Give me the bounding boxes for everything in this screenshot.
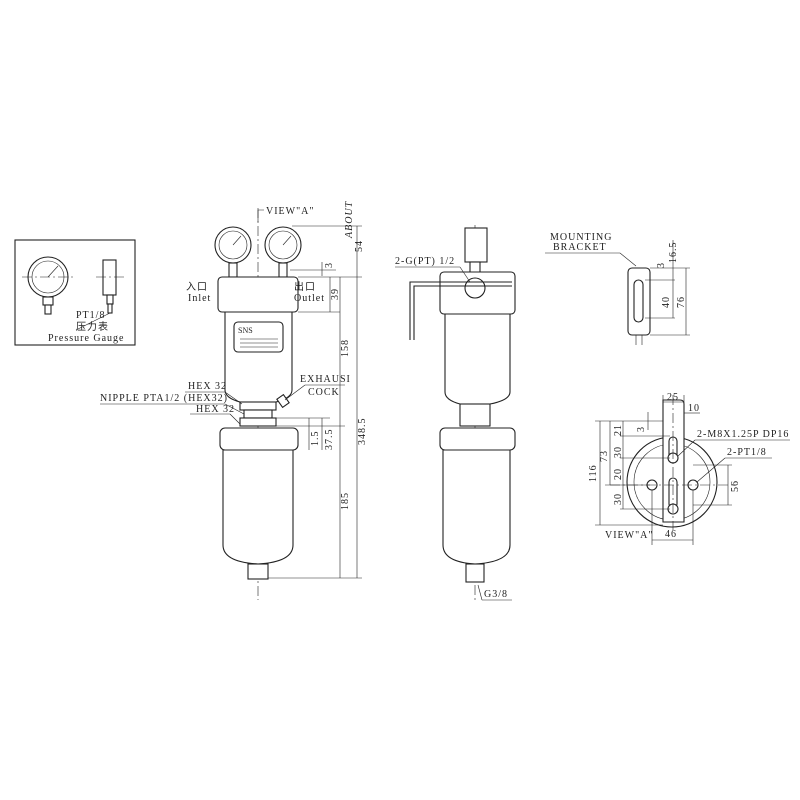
exhaust-label-2: COCK [308, 387, 340, 398]
inlet-label: Inlet [188, 293, 211, 304]
outlet-gauge-icon [264, 226, 302, 278]
dim-158: 158 [340, 339, 351, 357]
bracket-dim-16-5: 16.5 [668, 242, 679, 264]
view-a-drawing: 25 10 3 21 30 20 30 73 116 2-M8X1.25P DP… [588, 392, 790, 545]
bracket-dim-40: 40 [661, 296, 672, 308]
side-bracket [409, 281, 512, 340]
dim-39: 39 [330, 288, 341, 300]
side-bowl [442, 449, 511, 565]
brand-logo: SNS [238, 326, 253, 335]
view-dim-73: 73 [599, 450, 610, 462]
hex-nut-lower [239, 417, 277, 427]
bracket-label-2: BRACKET [553, 242, 607, 253]
filter-bowl [222, 449, 294, 565]
gauge-side-icon [96, 259, 124, 314]
outlet-cn-label: 出口 [294, 280, 316, 293]
dim-37-5: 37.5 [324, 429, 335, 451]
mounting-bracket-view: MOUNTING BRACKET 3 16.5 40 76 [545, 232, 690, 345]
view-dim-25: 25 [667, 392, 679, 403]
bowl-ring [219, 427, 299, 451]
bracket-label-1: MOUNTING [550, 232, 612, 243]
gauge-front-icon [22, 256, 74, 315]
view-dim-56: 56 [730, 480, 741, 492]
dim-1-5: 1.5 [310, 431, 321, 447]
bracket-dim-3: 3 [656, 262, 667, 268]
hex32-upper-label: HEX 32 [188, 381, 227, 392]
side-bowl-ring [439, 427, 516, 451]
nipple-label: NIPPLE PTA1/2 (HEX32) [100, 393, 228, 404]
filter-head [217, 276, 299, 313]
port-label: 2-G(PT) 1/2 [395, 256, 455, 267]
nipple [243, 409, 273, 419]
nameplate [233, 321, 284, 353]
hex-nut-upper [239, 401, 277, 411]
bracket-slot [633, 279, 644, 323]
dim-about: ABOUT [344, 200, 355, 239]
outlet-label: Outlet [294, 293, 325, 304]
view-a-marker: VIEW"A" [266, 206, 314, 217]
port-circle [464, 277, 486, 299]
pressure-gauge-inset: PT1/8 压力表 Pressure Gauge [14, 239, 136, 346]
exhaust-label-1: EXHAUSI [300, 374, 351, 385]
side-gauge-icon [464, 227, 488, 263]
dim-54: 54 [354, 240, 365, 252]
bracket-dim-76: 76 [676, 296, 687, 308]
gauge-port-label: PT1/8 [76, 310, 105, 321]
inlet-cn-label: 入口 [186, 282, 208, 293]
view-dim-116: 116 [588, 464, 599, 482]
dim-3: 3 [324, 262, 335, 268]
gauge-label: Pressure Gauge [48, 333, 124, 344]
view-dim-10: 10 [688, 403, 700, 414]
side-body [444, 313, 511, 405]
side-drain [465, 563, 485, 583]
filter-front-view: VIEW"A" SNS 入口 Inlet 出口 Outlet HEX 32 NI… [100, 200, 368, 600]
view-dim-21: 21 [613, 424, 624, 436]
view-a-title: VIEW"A" [605, 530, 653, 541]
inset-frame [14, 239, 136, 346]
drain-port [247, 563, 269, 580]
inlet-gauge-icon [214, 226, 252, 278]
view-dim-30a: 30 [613, 446, 624, 458]
filter-side-view: 2-G(PT) 1/2 G3/8 [395, 225, 516, 601]
dim-185: 185 [340, 492, 351, 510]
view-dim-30b: 30 [613, 493, 624, 505]
view-dim-3: 3 [636, 426, 647, 432]
view-dim-20: 20 [613, 468, 624, 480]
pt-label: 2-PT1/8 [727, 447, 767, 458]
drain-label: G3/8 [484, 589, 508, 600]
hex32-lower-label: HEX 32 [196, 404, 235, 415]
m8-label: 2-M8X1.25P DP16 [697, 429, 789, 440]
side-nipple [459, 403, 491, 427]
dim-348-5: 348.5 [357, 418, 368, 446]
gauge-cn-label: 压力表 [76, 320, 109, 333]
view-dim-46: 46 [665, 529, 677, 540]
